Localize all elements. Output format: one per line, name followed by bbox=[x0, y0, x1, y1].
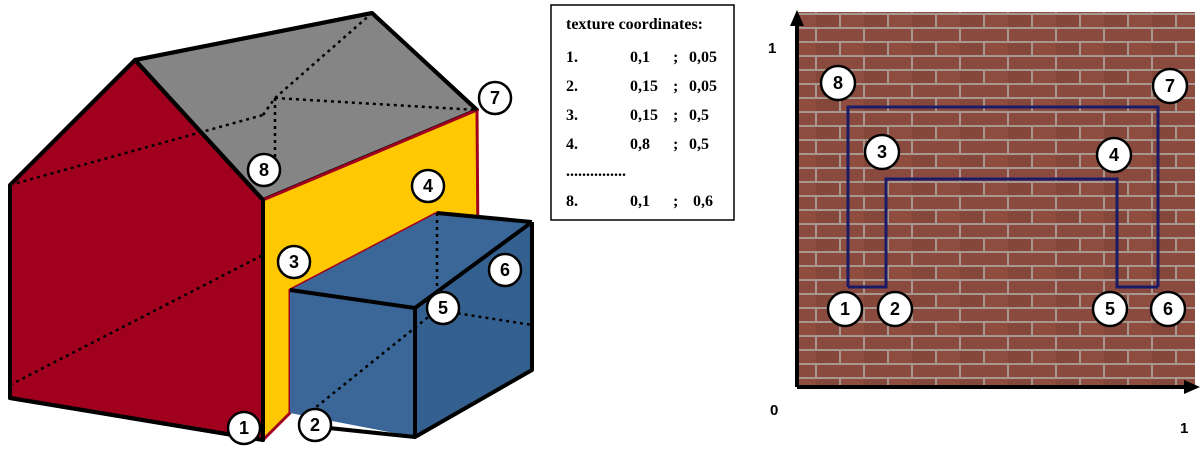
texture-marker-4: 4 bbox=[1095, 136, 1133, 174]
svg-text:3: 3 bbox=[289, 252, 299, 272]
svg-text:5: 5 bbox=[438, 298, 448, 318]
texture-marker-5: 5 bbox=[1091, 290, 1129, 328]
row-separator: ; bbox=[673, 78, 678, 95]
texture-table-title: texture coordinates: bbox=[566, 16, 703, 33]
row-index: 1. bbox=[566, 49, 578, 66]
x-axis-right-label: 1 bbox=[1180, 420, 1188, 437]
house-marker-6: 6 bbox=[487, 252, 523, 288]
row-u-value: 0,15 bbox=[630, 107, 658, 124]
svg-text:3: 3 bbox=[877, 142, 887, 162]
svg-text:1: 1 bbox=[840, 299, 850, 319]
row-index: 2. bbox=[566, 78, 578, 95]
row-u-value: 0,15 bbox=[630, 78, 658, 95]
texture-marker-6: 6 bbox=[1149, 290, 1187, 328]
texture-marker-1: 1 bbox=[826, 290, 864, 328]
svg-text:7: 7 bbox=[1165, 76, 1175, 96]
row-v-value: 0,05 bbox=[689, 78, 717, 95]
svg-text:5: 5 bbox=[1105, 299, 1115, 319]
house-marker-8: 8 bbox=[246, 152, 282, 188]
brick-texture bbox=[797, 12, 1195, 387]
house-marker-2: 2 bbox=[297, 407, 333, 443]
texture-space: 1 0 1 bbox=[768, 10, 1200, 437]
svg-text:8: 8 bbox=[833, 73, 843, 93]
texture-outline-inner bbox=[848, 177, 1158, 289]
house-marker-1: 1 bbox=[226, 410, 262, 446]
svg-text:2: 2 bbox=[890, 299, 900, 319]
texture-outline-outer bbox=[846, 105, 1160, 287]
svg-text:4: 4 bbox=[1109, 145, 1119, 165]
svg-text:2: 2 bbox=[310, 415, 320, 435]
row-v-value: 0,5 bbox=[689, 136, 709, 153]
row-separator: ; bbox=[673, 193, 678, 210]
row-separator: ; bbox=[673, 107, 678, 124]
house-marker-4: 4 bbox=[410, 168, 446, 204]
svg-text:4: 4 bbox=[423, 176, 433, 196]
row-v-value: 0,5 bbox=[689, 107, 709, 124]
texture-marker-8: 8 bbox=[819, 64, 857, 102]
svg-text:6: 6 bbox=[500, 260, 510, 280]
texture-marker-2: 2 bbox=[876, 290, 914, 328]
svg-text:7: 7 bbox=[490, 88, 500, 108]
row-ellipsis: ............... bbox=[566, 163, 626, 180]
y-axis-arrow-icon bbox=[790, 10, 804, 26]
house-marker-3: 3 bbox=[276, 244, 312, 280]
row-v-value: 0,6 bbox=[693, 193, 713, 210]
row-separator: ; bbox=[673, 136, 678, 153]
row-separator: ; bbox=[673, 49, 678, 66]
row-v-value: 0,05 bbox=[689, 49, 717, 66]
row-index: 8. bbox=[566, 193, 578, 210]
row-u-value: 0,1 bbox=[630, 49, 650, 66]
svg-text:8: 8 bbox=[259, 160, 269, 180]
house-marker-5: 5 bbox=[425, 290, 461, 326]
x-axis-arrow-icon bbox=[1184, 380, 1200, 394]
texture-coordinates-box: texture coordinates: 1. 0,1 ; 0,05 2. 0,… bbox=[550, 4, 735, 221]
svg-text:1: 1 bbox=[239, 418, 249, 438]
texture-marker-7: 7 bbox=[1151, 67, 1189, 105]
row-u-value: 0,8 bbox=[630, 136, 650, 153]
origin-label: 0 bbox=[770, 402, 778, 419]
svg-text:6: 6 bbox=[1163, 299, 1173, 319]
row-index: 3. bbox=[566, 107, 578, 124]
y-axis-top-label: 1 bbox=[768, 40, 776, 57]
row-u-value: 0,1 bbox=[630, 193, 650, 210]
row-index: 4. bbox=[566, 136, 578, 153]
house-model bbox=[8, 11, 534, 442]
texture-marker-3: 3 bbox=[863, 133, 901, 171]
house-marker-7: 7 bbox=[477, 80, 513, 116]
